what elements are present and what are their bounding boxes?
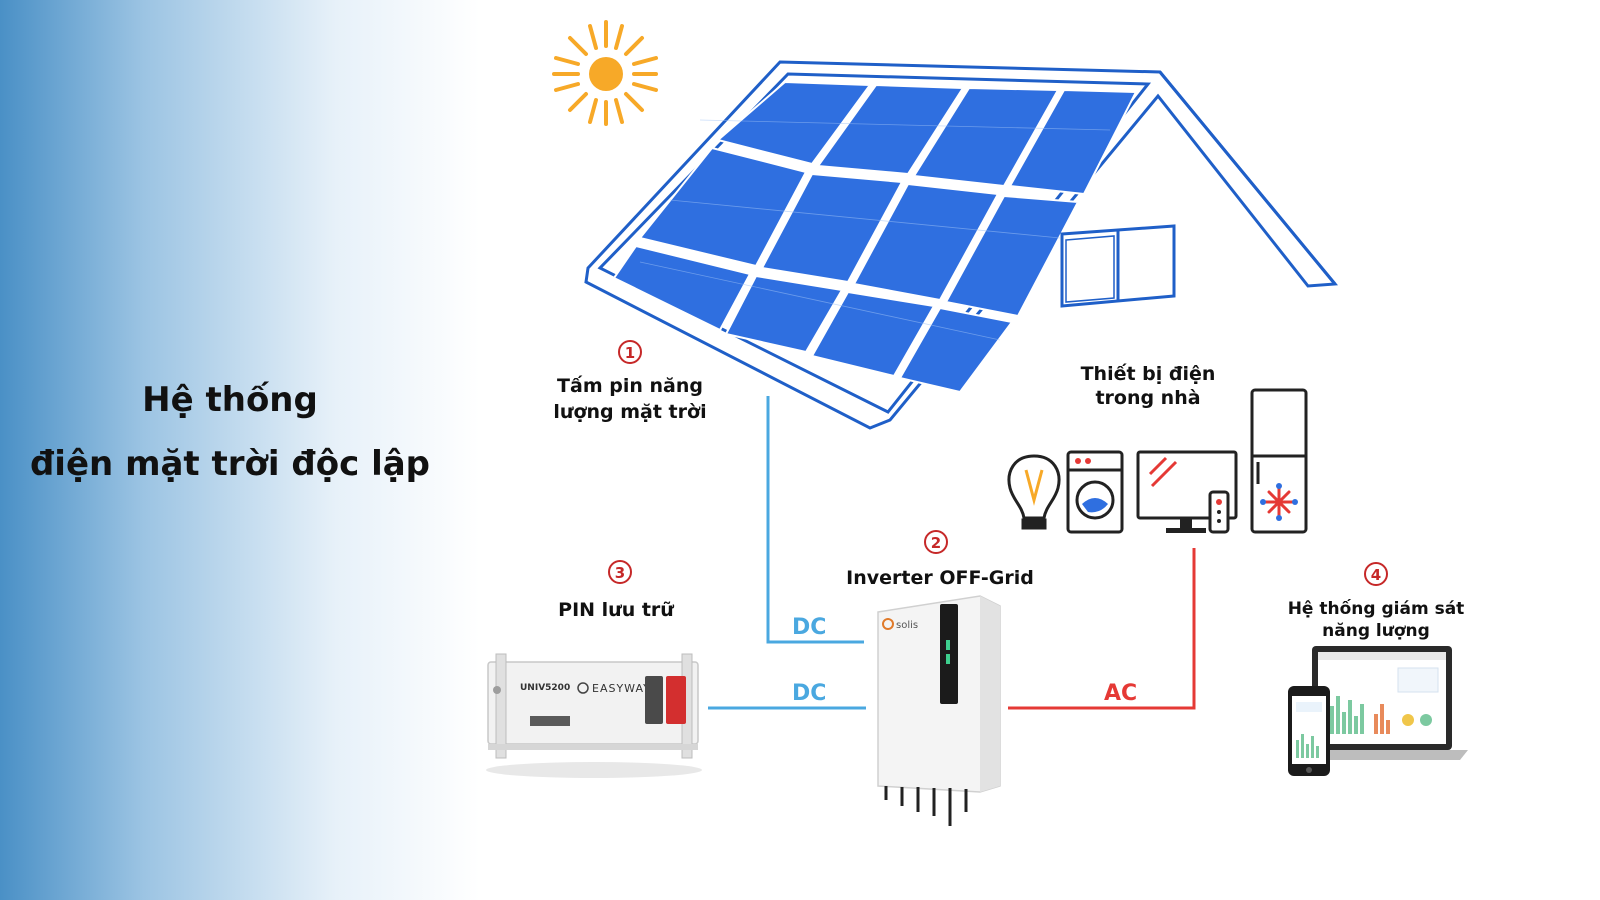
light-bulb-icon — [1007, 454, 1061, 530]
battery-brand: EASYWAY — [592, 682, 651, 695]
component-2-label: 2 Inverter OFF-Grid — [846, 530, 1034, 589]
battery-model: UNIV5200 — [520, 683, 570, 693]
house-window — [1060, 224, 1176, 308]
connection-wires — [708, 396, 1196, 710]
ac-wire-appliances — [1008, 548, 1196, 710]
component-4-number: 4 — [1371, 566, 1381, 584]
component-3-label: 3 PIN lưu trữ — [558, 560, 674, 621]
appliances-line-1: Thiết bị điện — [1081, 362, 1216, 385]
component-4-line-1: Hệ thống giám sát — [1288, 598, 1465, 619]
sun-icon — [552, 20, 658, 126]
dc-label-panel: DC — [792, 615, 826, 640]
component-1-label: 1 Tấm pin năng lượng mặt trời — [553, 340, 707, 423]
component-4-line-2: năng lượng — [1322, 621, 1430, 641]
component-1-line-1: Tấm pin năng — [557, 374, 703, 397]
appliances-label: Thiết bị điện trong nhà — [1081, 362, 1216, 409]
inverter-brand: solis — [896, 620, 918, 631]
left-gradient-background — [0, 0, 480, 900]
page-title: Hệ thống điện mặt trời độc lập — [20, 368, 440, 496]
dc-label-battery: DC — [792, 681, 826, 706]
dc-wire-panel — [766, 396, 864, 644]
title-line-2: điện mặt trời độc lập — [29, 444, 431, 484]
component-2-number: 2 — [931, 534, 941, 552]
appliances-line-2: trong nhà — [1095, 387, 1200, 409]
solar-panel-array — [597, 72, 1152, 414]
ac-label: AC — [1104, 681, 1137, 706]
battery-icon: UNIV5200 EASYWAY — [486, 653, 702, 778]
component-2-line-1: Inverter OFF-Grid — [846, 567, 1034, 589]
component-3-number: 3 — [615, 564, 625, 582]
inverter-icon: solis — [877, 595, 1001, 826]
remote-icon — [1208, 490, 1230, 534]
component-1-number: 1 — [625, 344, 635, 362]
component-1-line-2: lượng mặt trời — [553, 401, 706, 423]
fridge-icon — [1250, 388, 1308, 534]
component-3-line-1: PIN lưu trữ — [558, 599, 674, 621]
washing-machine-icon — [1066, 450, 1124, 534]
component-4-label: 4 Hệ thống giám sát năng lượng — [1288, 562, 1465, 641]
title-line-1: Hệ thống — [142, 380, 318, 420]
monitor-icon — [1288, 646, 1468, 776]
